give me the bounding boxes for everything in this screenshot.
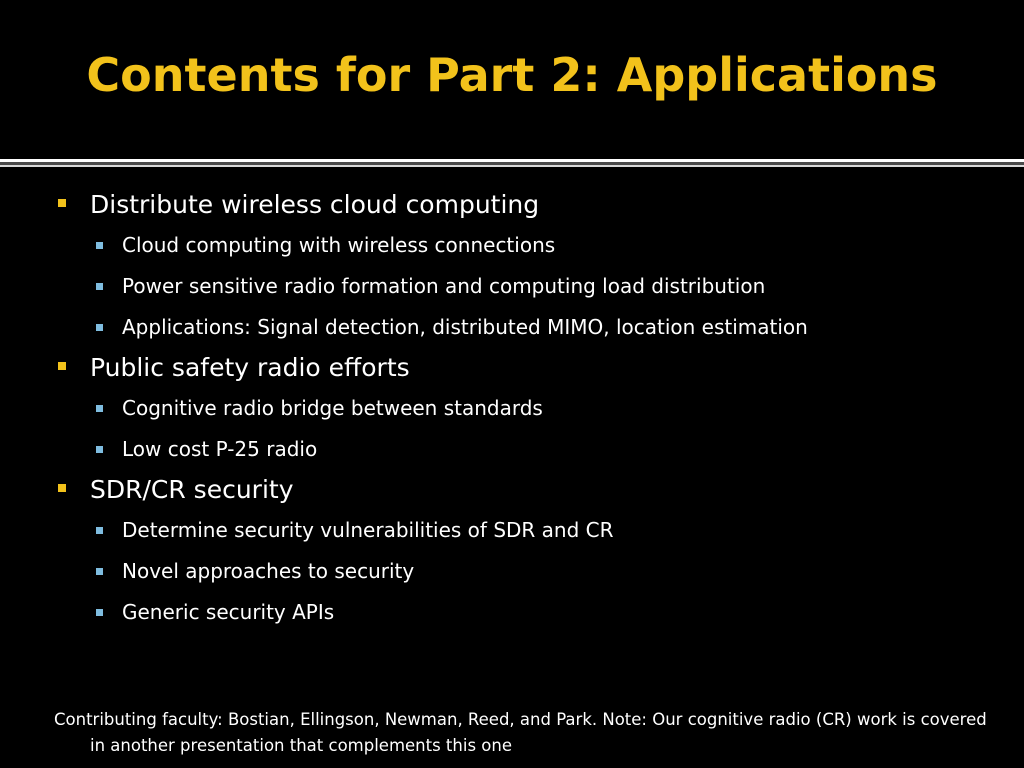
list-item: Determine security vulnerabilities of SD… (56, 510, 996, 551)
square-bullet-icon (58, 199, 66, 207)
section-heading: SDR/CR security (56, 470, 996, 510)
section-heading-text: Public safety radio efforts (90, 353, 410, 382)
title-divider-shadow (0, 162, 1024, 165)
list-item-text: Cloud computing with wireless connection… (122, 233, 556, 257)
slide-title: Contents for Part 2: Applications (86, 48, 938, 102)
title-band: Contents for Part 2: Applications (0, 0, 1024, 160)
square-bullet-icon (96, 283, 103, 290)
list-item-text: Power sensitive radio formation and comp… (122, 274, 766, 298)
section-heading-text: SDR/CR security (90, 475, 294, 504)
list-item: Generic security APIs (56, 592, 996, 633)
square-bullet-icon (96, 609, 103, 616)
list-item: Novel approaches to security (56, 551, 996, 592)
title-divider (0, 159, 1024, 162)
square-bullet-icon (96, 446, 103, 453)
list-item: Cloud computing with wireless connection… (56, 225, 996, 266)
section-heading-text: Distribute wireless cloud computing (90, 190, 540, 219)
list-item-text: Cognitive radio bridge between standards (122, 396, 543, 420)
square-bullet-icon (58, 362, 66, 370)
list-item-text: Applications: Signal detection, distribu… (122, 315, 808, 339)
sub-bullet-list: Cognitive radio bridge between standards… (56, 388, 996, 470)
square-bullet-icon (96, 324, 103, 331)
list-item-text: Determine security vulnerabilities of SD… (122, 518, 614, 542)
sub-bullet-list: Determine security vulnerabilities of SD… (56, 510, 996, 633)
list-item-text: Novel approaches to security (122, 559, 415, 583)
sub-bullet-list: Cloud computing with wireless connection… (56, 225, 996, 348)
list-item: Cognitive radio bridge between standards (56, 388, 996, 429)
square-bullet-icon (58, 484, 66, 492)
footer-note: Contributing faculty: Bostian, Ellingson… (54, 710, 987, 755)
list-item-text: Generic security APIs (122, 600, 335, 624)
section-security: SDR/CR security Determine security vulne… (56, 470, 996, 633)
slide-content: Distribute wireless cloud computing Clou… (0, 167, 1024, 768)
section-public-safety: Public safety radio efforts Cognitive ra… (56, 348, 996, 470)
section-cloud-computing: Distribute wireless cloud computing Clou… (56, 185, 996, 348)
bullet-list: Distribute wireless cloud computing Clou… (56, 185, 996, 633)
square-bullet-icon (96, 527, 103, 534)
list-item: Applications: Signal detection, distribu… (56, 307, 996, 348)
square-bullet-icon (96, 405, 103, 412)
square-bullet-icon (96, 242, 103, 249)
list-item: Power sensitive radio formation and comp… (56, 266, 996, 307)
section-heading: Public safety radio efforts (56, 348, 996, 388)
list-item: Low cost P-25 radio (56, 429, 996, 470)
section-heading: Distribute wireless cloud computing (56, 185, 996, 225)
title-divider-lower (0, 165, 1024, 167)
square-bullet-icon (96, 568, 103, 575)
list-item-text: Low cost P-25 radio (122, 437, 318, 461)
